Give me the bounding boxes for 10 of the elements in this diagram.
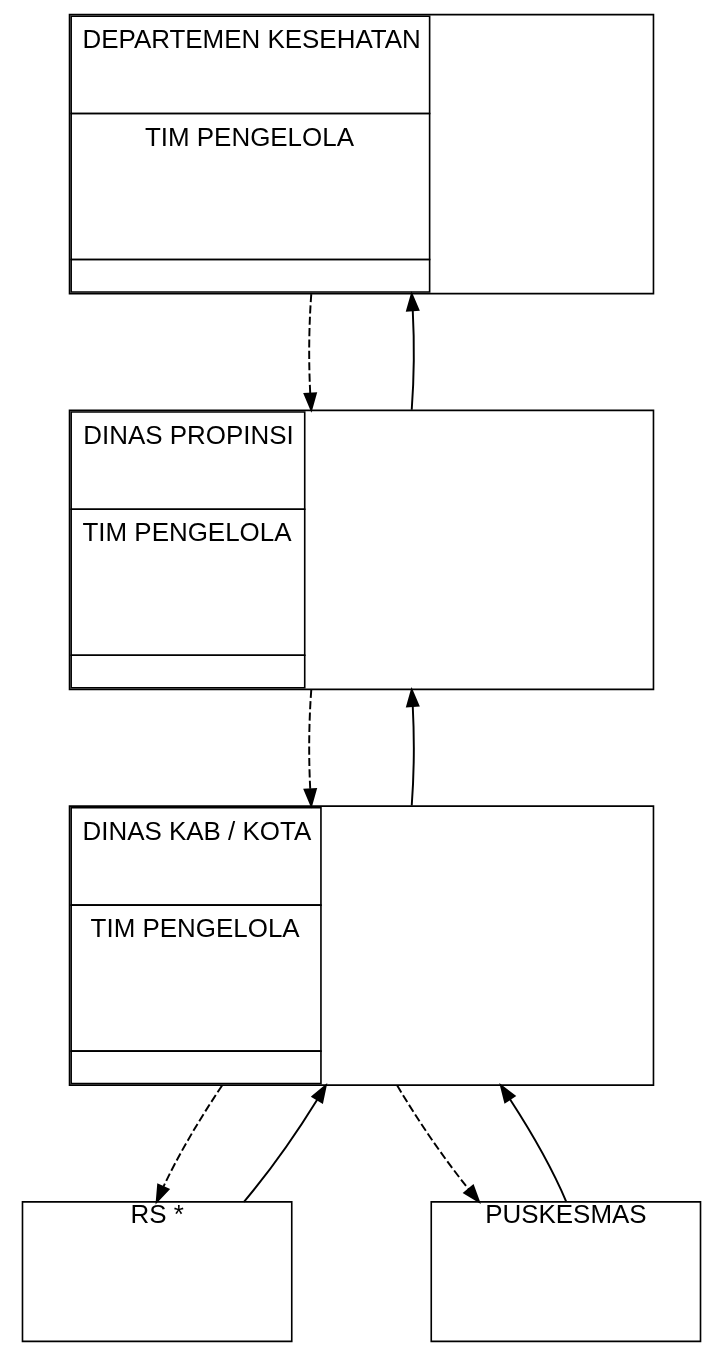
- arrow: [302, 293, 317, 413]
- node-box: RS *: [21, 1201, 293, 1343]
- node-box: PUSKESMAS: [429, 1201, 701, 1343]
- arrow: [395, 1084, 481, 1205]
- arrow: [405, 686, 420, 807]
- arrow: [242, 1083, 327, 1203]
- arrow: [302, 688, 317, 809]
- arrow: [498, 1083, 567, 1203]
- arrow: [155, 1084, 223, 1205]
- arrow: [405, 291, 420, 411]
